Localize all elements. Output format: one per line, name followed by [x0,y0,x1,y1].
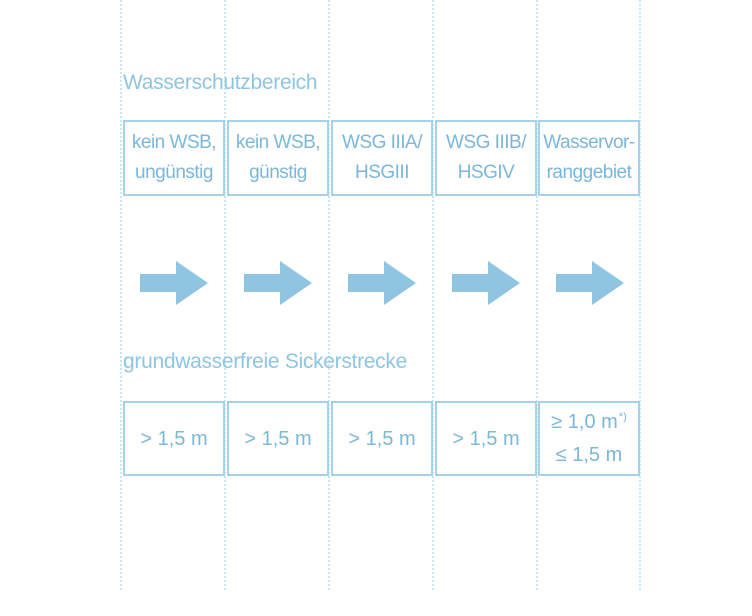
zone-box-4: WSG IIIB/ HSGIV [435,120,537,196]
seepage-value-range: ≥ 1,0 m*) [551,407,627,440]
zone-box-line: Wasservor- [543,132,635,153]
zone-box-line: kein WSB, [235,132,321,153]
zone-box-line: ranggebiet [546,162,632,183]
zone-box-2: kein WSB, günstig [227,120,329,196]
zone-box-5: Wasservor- ranggebiet [538,120,640,196]
zone-box-line: WSG IIIA/ [342,132,422,153]
seepage-upper-bound: ≤ 1,5 m [555,444,623,466]
seepage-box-3: > 1,5 m [331,401,433,476]
right-arrow-icon [556,261,624,305]
right-arrow-icon [452,261,520,305]
zone-box-line: WSG IIIB/ [446,132,526,153]
seepage-box-2: > 1,5 m [227,401,329,476]
right-arrow-icon [244,261,312,305]
zone-box-line: HSGIV [457,162,515,183]
seepage-box-1: > 1,5 m [123,401,225,476]
right-arrow-icon [348,261,416,305]
seepage-value: > 1,5 m [140,427,208,450]
seepage-lower-bound: ≥ 1,0 m [551,411,618,433]
zone-heading: Wasserschutzbereich [123,71,318,94]
right-arrow-icon [140,261,208,305]
zone-box-line: günstig [249,162,307,183]
seepage-value: > 1,5 m [452,427,520,450]
footnote-marker: *) [618,411,627,423]
zone-box-line: kein WSB, [131,132,217,153]
seepage-value: > 1,5 m [348,427,416,450]
zone-box-1: kein WSB, ungünstig [123,120,225,196]
seepage-box-4: > 1,5 m [435,401,537,476]
zone-box-line: ungünstig [135,162,213,183]
seepage-value: > 1,5 m [244,427,312,450]
seepage-box-5: ≥ 1,0 m*) ≤ 1,5 m [538,401,640,476]
zone-box-line: HSGIII [354,162,410,183]
seepage-heading: grundwasserfreie Sickerstrecke [123,350,407,373]
zone-box-3: WSG IIIA/ HSGIII [331,120,433,196]
